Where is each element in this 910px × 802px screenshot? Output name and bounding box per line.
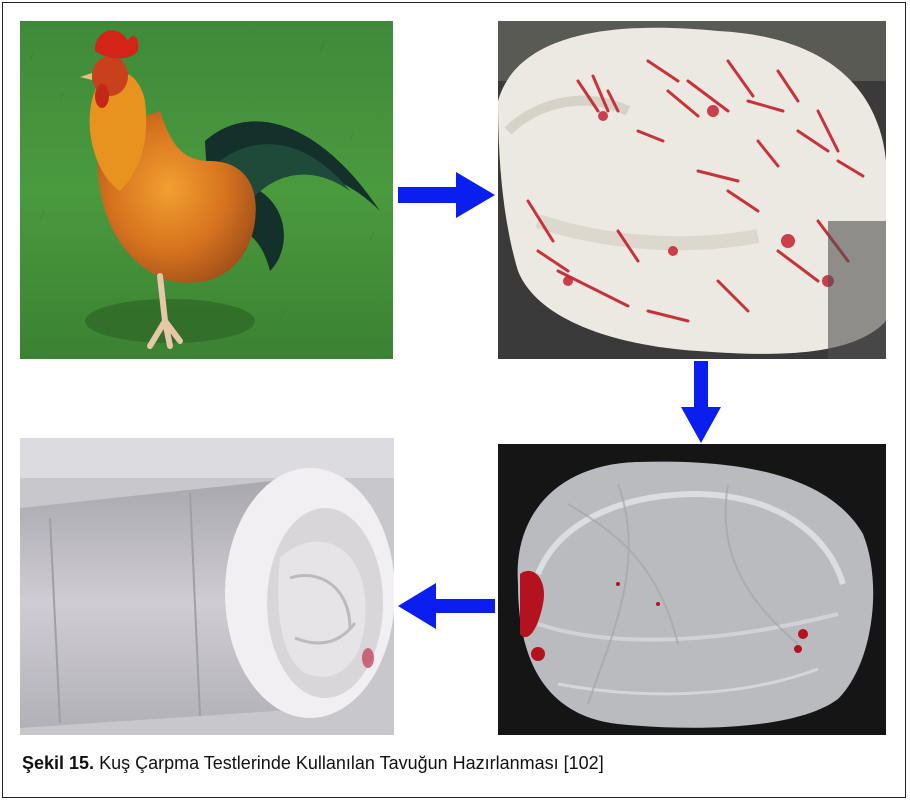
wrapped-chicken-photo <box>498 444 886 735</box>
arrow-right-icon <box>398 172 495 218</box>
plucked-chicken-photo <box>498 21 886 359</box>
caption-label: Şekil 15. <box>22 753 94 773</box>
chicken-in-sabot-photo <box>20 438 394 735</box>
arrow-left-icon <box>398 583 495 629</box>
arrow-down-icon <box>681 361 721 443</box>
rooster-photo <box>20 21 393 359</box>
figure-caption: Şekil 15. Kuş Çarpma Testlerinde Kullanı… <box>22 753 604 774</box>
caption-text: Kuş Çarpma Testlerinde Kullanılan Tavuğu… <box>99 753 604 773</box>
